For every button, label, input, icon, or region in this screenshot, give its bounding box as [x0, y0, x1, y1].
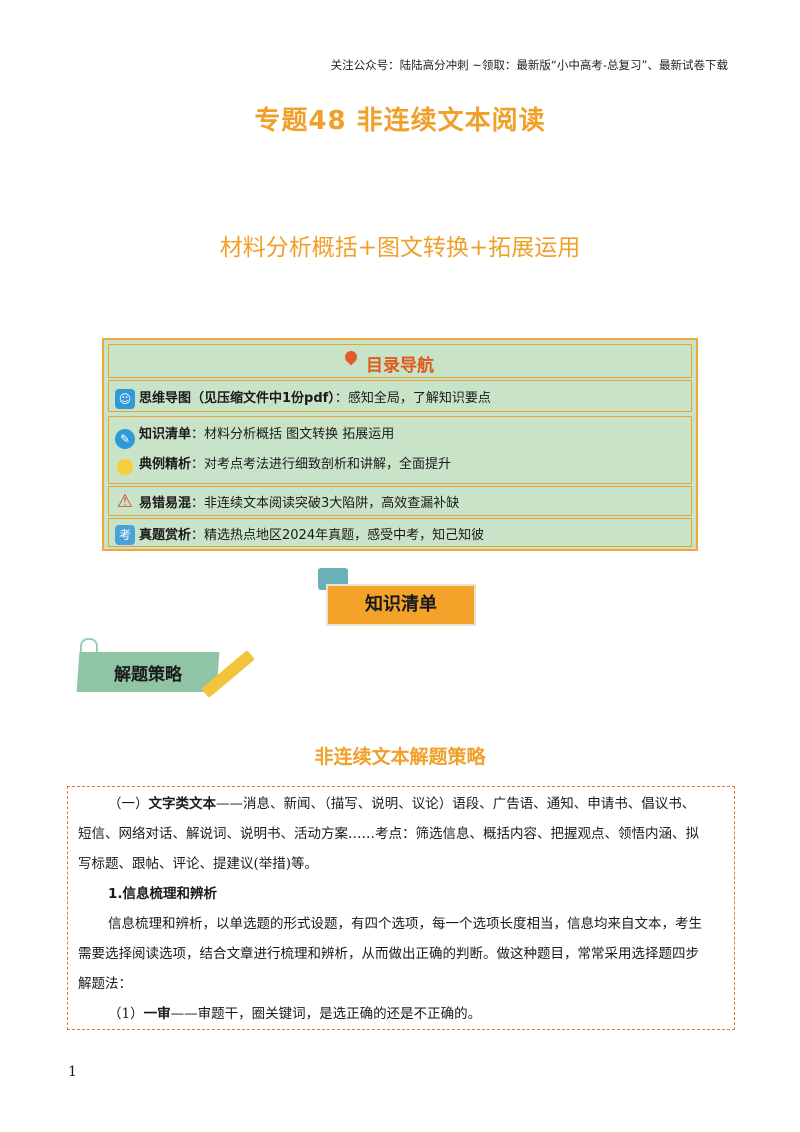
- toc-item-mindmap[interactable]: ☺ 思维导图（见压缩文件中1份pdf）：感知全局，了解知识要点: [108, 380, 692, 412]
- toc-heading: 目录导航: [366, 356, 434, 376]
- toc-item-label: 典例精析: [139, 457, 192, 472]
- toc-item-desc: ：材料分析概括 图文转换 拓展运用: [191, 427, 395, 442]
- pencil-circle-icon: ✎: [115, 429, 135, 449]
- toc-item-pitfalls[interactable]: ⚠ 易错易混：非连续文本阅读突破3大陷阱，高效查漏补缺: [108, 486, 692, 516]
- toc-item-realexams[interactable]: 考 真题赏析：精选热点地区2024年真题，感受中考，知己知彼: [108, 518, 692, 547]
- exam-icon: 考: [115, 525, 135, 545]
- toc-item-group: ✎ 知识清单：材料分析概括 图文转换 拓展运用 典例精析：对考点考法进行细致剖析…: [108, 416, 692, 484]
- toc-item-label: 真题赏析: [139, 528, 192, 543]
- head-gear-icon: ☺: [115, 389, 135, 409]
- content-box: （一）文字类文本——消息、新闻、（描写、说明、议论）语段、广告语、通知、申请书、…: [67, 786, 735, 1030]
- section-title: 非连续文本解题策略: [314, 746, 486, 768]
- knowledge-badge: 知识清单: [318, 568, 484, 632]
- strategy-tag: 解题策略: [114, 665, 182, 685]
- knowledge-badge-label: 知识清单: [326, 584, 476, 626]
- toc-item-desc: ：感知全局，了解知识要点: [334, 391, 491, 406]
- toc-item-label: 知识清单: [139, 427, 192, 442]
- toc-header: 目录导航: [108, 344, 692, 378]
- page-subtitle: 材料分析概括+图文转换+拓展运用: [219, 235, 581, 261]
- paragraph-1-line-1: （一）文字类文本——消息、新闻、（描写、说明、议论）语段、广告语、通知、申请书、…: [108, 796, 696, 812]
- warning-icon: ⚠: [116, 491, 134, 512]
- toc-item-label: 易错易混: [139, 496, 192, 511]
- paragraph-2-line-2: 需要选择阅读选项，结合文章进行梳理和辨析，从而做出正确的判断。做这种题目，常常采…: [78, 946, 699, 962]
- toc-item-knowledge[interactable]: 知识清单：材料分析概括 图文转换 拓展运用: [139, 423, 394, 442]
- page-number: 1: [68, 1064, 77, 1080]
- header-note: 关注公众号：陆陆高分冲刺 ~领取：最新版“小中高考-总复习”、最新试卷下载: [330, 58, 728, 72]
- toc-box: 目录导航 ☺ 思维导图（见压缩文件中1份pdf）：感知全局，了解知识要点 ✎ 知…: [102, 338, 698, 551]
- lightbulb-icon: [117, 459, 133, 475]
- paragraph-1-line-3: 写标题、跟帖、评论、提建议(举措)等。: [78, 856, 319, 872]
- paragraph-1-line-2: 短信、网络对话、解说词、说明书、活动方案……考点：筛选信息、概括内容、把握观点、…: [78, 826, 699, 842]
- paragraph-3-line-1: （1）一审——审题干，圈关键词，是选正确的还是不正确的。: [108, 1006, 482, 1022]
- toc-item-label: 思维导图（见压缩文件中1份pdf）: [139, 391, 335, 406]
- toc-item-desc: ：对考点考法进行细致剖析和讲解，全面提升: [191, 457, 452, 472]
- toc-item-desc: ：精选热点地区2024年真题，感受中考，知己知彼: [191, 528, 485, 543]
- paragraph-2-line-3: 解题法：: [78, 976, 132, 992]
- toc-item-examples[interactable]: 典例精析：对考点考法进行细致剖析和讲解，全面提升: [139, 453, 451, 472]
- paragraph-2-line-1: 信息梳理和辨析，以单选题的形式设题，有四个选项，每一个选项长度相当，信息均来自文…: [108, 916, 702, 932]
- toc-item-desc: ：非连续文本阅读突破3大陷阱，高效查漏补缺: [191, 496, 460, 511]
- page-title: 专题48 非连续文本阅读: [254, 106, 546, 136]
- subheading: 1.信息梳理和辨析: [108, 886, 218, 902]
